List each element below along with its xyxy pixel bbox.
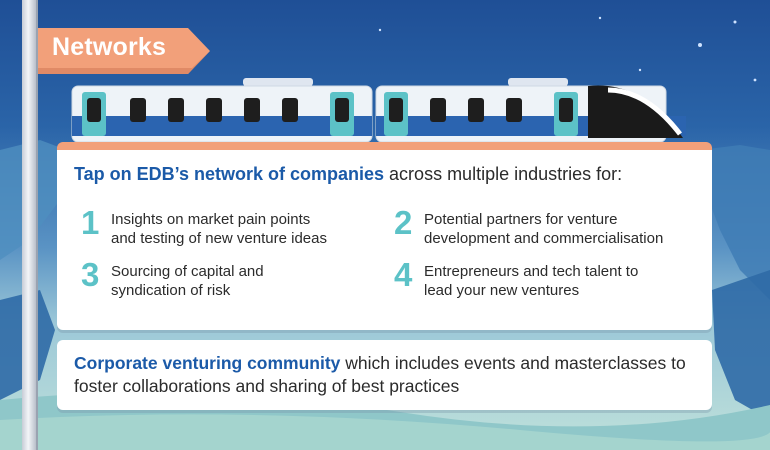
benefit-number: 2 <box>394 204 413 241</box>
community-emphasis: Corporate venturing community <box>74 353 341 373</box>
community-text: Corporate venturing community which incl… <box>74 352 704 398</box>
card-headline: Tap on EDB’s network of companies across… <box>74 164 622 185</box>
section-title: Networks <box>52 33 167 61</box>
community-rest: which includes events and masterclasses … <box>74 353 686 396</box>
signpost-board <box>38 28 210 74</box>
benefit-number: 4 <box>394 256 413 293</box>
headline-rest: across multiple industries for: <box>384 164 623 184</box>
roof-unit <box>508 78 568 86</box>
headline-emphasis: Tap on EDB’s network of companies <box>74 164 385 184</box>
stars <box>378 16 757 82</box>
train-illustration <box>71 78 686 143</box>
roof-unit <box>243 78 313 86</box>
benefit-number: 3 <box>81 256 100 293</box>
benefit-number: 1 <box>81 204 100 241</box>
signpost-pole <box>22 0 38 450</box>
train-nose <box>588 85 683 138</box>
network-benefits-card: Tap on EDB’s network of companies across… <box>57 142 712 330</box>
community-card: Corporate venturing community which incl… <box>57 340 712 410</box>
